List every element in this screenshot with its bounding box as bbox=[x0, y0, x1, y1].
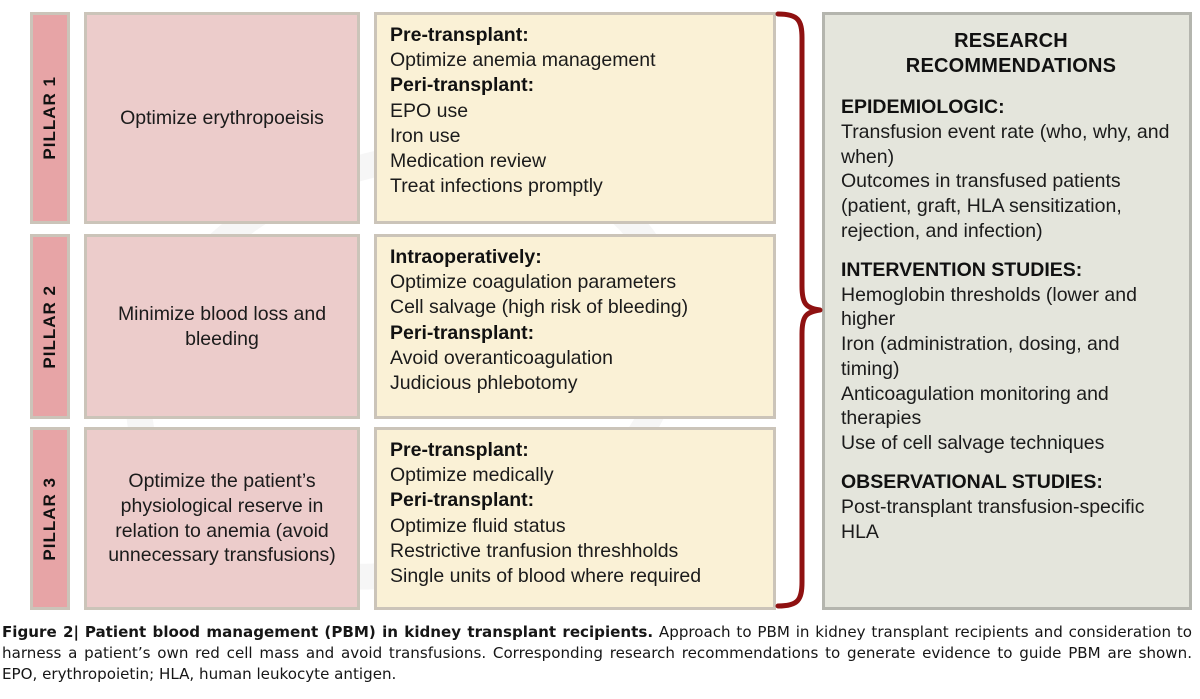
research-item: Iron (administration, dosing, and timing… bbox=[841, 333, 1120, 380]
figure-caption: Figure 2| Patient blood management (PBM)… bbox=[0, 622, 1196, 685]
pillar-row-2: PILLAR 2 Minimize blood loss and bleedin… bbox=[0, 234, 790, 419]
action-item: Iron use bbox=[390, 124, 461, 147]
research-section-intervention-studies: INTERVENTION STUDIES: Hemoglobin thresho… bbox=[841, 258, 1181, 456]
pillar-label-2: PILLAR 2 bbox=[40, 284, 59, 369]
action-item: Single units of blood where required bbox=[390, 565, 702, 588]
figure-caption-title: Patient blood management (PBM) in kidney… bbox=[84, 623, 654, 641]
action-item: Optimize fluid status bbox=[390, 514, 566, 537]
pillar-goal-box-2: Minimize blood loss and bleeding bbox=[84, 234, 360, 419]
pillar-label-1: PILLAR 1 bbox=[40, 76, 59, 160]
pillar-row-1: PILLAR 1 Optimize erythropoeisis Pre-tra… bbox=[0, 12, 790, 224]
action-item: Treat infections promptly bbox=[390, 175, 603, 198]
pillar-label-bar-3: PILLAR 3 bbox=[30, 427, 70, 610]
action-heading: Intraoperatively: bbox=[390, 246, 542, 268]
figure-caption-body: Approach to PBM in kidney transplant rec… bbox=[2, 623, 1192, 684]
action-item: Medication review bbox=[390, 150, 547, 173]
pillar-goal-text-2: Minimize blood loss and bleeding bbox=[117, 302, 327, 350]
action-item: EPO use bbox=[390, 99, 469, 122]
pbm-diagram: PILLAR 1 Optimize erythropoeisis Pre-tra… bbox=[0, 11, 1192, 610]
pillar-goal-box-1: Optimize erythropoeisis bbox=[84, 12, 360, 224]
research-section-heading: EPIDEMIOLOGIC: bbox=[841, 96, 1005, 118]
research-item: Anticoagulation monitoring and therapies bbox=[841, 382, 1109, 430]
pillar-goal-box-3: Optimize the patient’s physiological res… bbox=[84, 427, 360, 610]
research-title-line-2: RECOMMENDATIONS bbox=[905, 55, 1117, 77]
figure-number: Figure 2 bbox=[2, 623, 74, 641]
action-item: Cell salvage (high risk of bleeding) bbox=[390, 296, 689, 319]
research-item: Post-transplant transfusion-specific HLA bbox=[841, 495, 1145, 543]
pillar-row-3: PILLAR 3 Optimize the patient’s physiolo… bbox=[0, 427, 790, 610]
action-item: Optimize medically bbox=[390, 464, 554, 487]
research-title-line-1: RESEARCH bbox=[954, 30, 1068, 52]
research-panel-title: RESEARCH RECOMMENDATIONS bbox=[841, 29, 1181, 79]
action-item: Restrictive tranfusion threshholds bbox=[390, 539, 679, 562]
curly-brace-icon bbox=[775, 11, 823, 609]
research-item: Transfusion event rate (who, why, and wh… bbox=[841, 120, 1170, 168]
pillar-goal-text-1: Optimize erythropoeisis bbox=[120, 106, 324, 129]
figure-caption-separator: | bbox=[73, 623, 80, 641]
research-section-epidemiologic: EPIDEMIOLOGIC: Transfusion event rate (w… bbox=[841, 95, 1181, 244]
pillar-label-bar-2: PILLAR 2 bbox=[30, 234, 70, 419]
action-heading: Peri-transplant: bbox=[390, 489, 535, 512]
research-item: Use of cell salvage techniques bbox=[841, 432, 1105, 455]
research-item: Hemoglobin thresholds (lower and higher bbox=[841, 283, 1137, 331]
pillar-label-bar-1: PILLAR 1 bbox=[30, 12, 70, 224]
research-section-heading: INTERVENTION STUDIES: bbox=[841, 258, 1083, 281]
action-heading: Pre-transplant: bbox=[390, 24, 529, 46]
pillar-label-3: PILLAR 3 bbox=[40, 476, 59, 561]
pillar-action-box-1: Pre-transplant: Optimize anemia manageme… bbox=[374, 12, 776, 224]
action-item: Optimize anemia management bbox=[390, 49, 656, 72]
research-recommendations-panel: RESEARCH RECOMMENDATIONS EPIDEMIOLOGIC: … bbox=[822, 12, 1192, 610]
action-heading: Peri-transplant: bbox=[390, 321, 535, 344]
action-heading: Pre-transplant: bbox=[390, 439, 529, 461]
action-item: Avoid overanticoagulation bbox=[390, 346, 613, 369]
research-section-observational-studies: OBSERVATIONAL STUDIES: Post-transplant t… bbox=[841, 470, 1181, 544]
research-item: Outcomes in transfused patients (patient… bbox=[841, 170, 1122, 242]
pillar-goal-text-3: Optimize the patient’s physiological res… bbox=[108, 470, 336, 567]
research-section-heading: OBSERVATIONAL STUDIES: bbox=[841, 470, 1103, 493]
action-item: Judicious phlebotomy bbox=[390, 372, 578, 395]
action-heading: Peri-transplant: bbox=[390, 74, 535, 97]
action-item: Optimize coagulation parameters bbox=[390, 271, 677, 294]
pillar-action-box-3: Pre-transplant: Optimize medically Peri-… bbox=[374, 427, 776, 610]
pillar-action-box-2: Intraoperatively: Optimize coagulation p… bbox=[374, 234, 776, 419]
